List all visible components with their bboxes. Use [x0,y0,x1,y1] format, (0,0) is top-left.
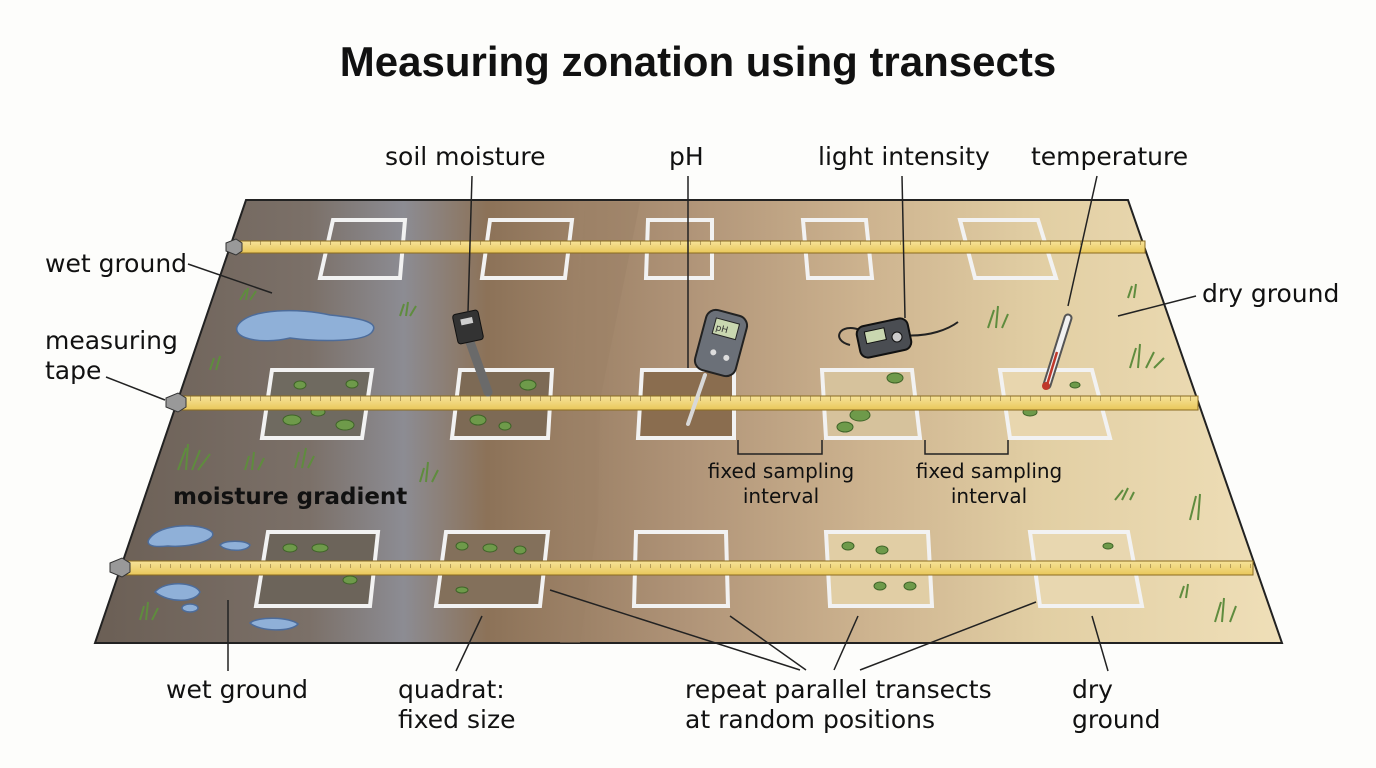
label-quadrat: quadrat: fixed size [398,675,516,734]
thermometer-icon [1042,313,1073,390]
label-ph: pH [669,142,704,171]
ph-screen-text: pH [714,323,729,336]
label-light-intensity: light intensity [818,142,990,171]
tape-middle [165,392,1199,413]
soil-moisture-probe-icon [452,309,493,397]
tape-far [225,238,1146,256]
quadrats-row-far [317,218,1059,280]
label-repeat-transects: repeat parallel transects at random posi… [685,675,992,734]
light-meter-icon [838,317,959,359]
water-puddles [147,309,375,631]
label-wet-ground-top: wet ground [45,249,188,278]
interval-brackets [737,440,1009,455]
ph-meter-icon [686,308,749,426]
label-temperature: temperature [1031,142,1189,171]
label-soil-moisture: soil moisture [385,142,546,171]
mud-strip [560,202,640,643]
page-title: Measuring zonation using transects [339,38,1057,85]
label-moisture-gradient: moisture gradient [173,484,408,510]
quadrat-plants [282,372,1114,594]
label-fixed-interval-2: fixed sampling interval [915,459,1063,508]
leader-lines [105,175,1197,672]
grass-tufts [139,283,1237,623]
label-fixed-interval-1: fixed sampling interval [707,459,855,508]
label-dry-ground-bottom: dry ground [1072,675,1161,734]
label-wet-ground-bottom: wet ground [166,675,309,704]
label-measuring-tape: measuring tape [45,326,178,385]
tape-near [109,557,1254,578]
label-dry-ground-right: dry ground [1202,279,1340,308]
